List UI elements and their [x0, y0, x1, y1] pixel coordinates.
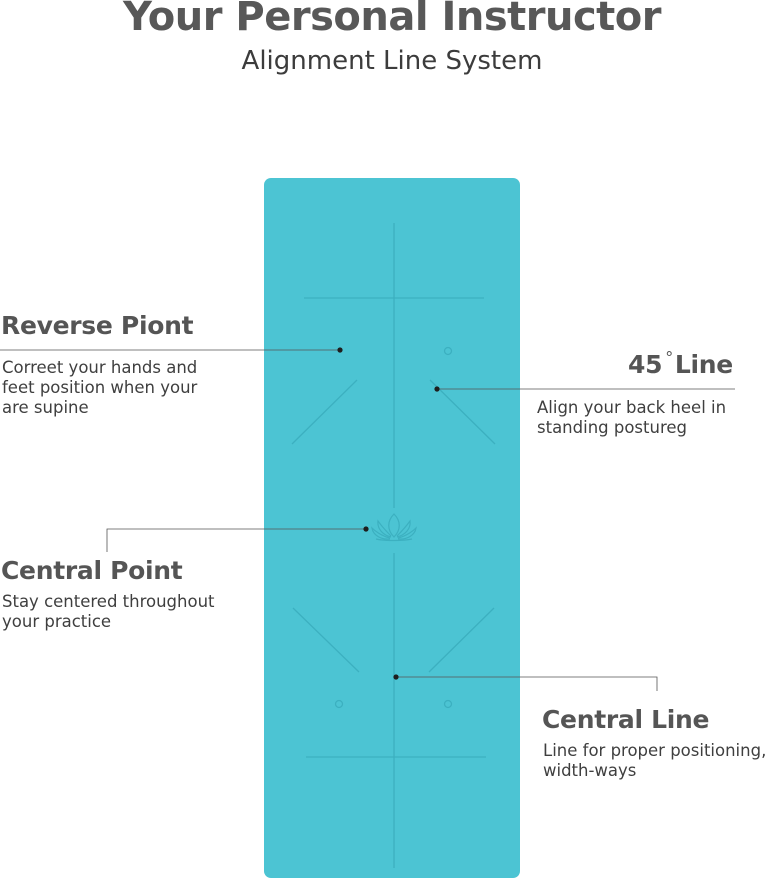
degree-symbol: ° — [665, 348, 673, 367]
desc-line: width-ways — [543, 761, 637, 780]
lotus-icon — [371, 513, 417, 542]
callout-desc-central-point: Stay centered throughout your practice — [2, 592, 215, 632]
desc-line: feet position when your — [2, 378, 198, 397]
callout-title-45-line: 45°Line — [628, 348, 733, 379]
desc-line: standing postureg — [537, 418, 688, 437]
desc-line: your practice — [2, 612, 112, 631]
desc-line: Align your back heel in — [537, 398, 727, 417]
desc-line: Correet your hands and — [2, 358, 198, 377]
page-subtitle: Alignment Line System — [241, 46, 543, 76]
callout-desc-45-line: Align your back heel in standing posture… — [537, 398, 726, 438]
page-title: Your Personal Instructor — [123, 0, 662, 40]
callout-title-central-line: Central Line — [542, 705, 710, 734]
leader-dot-icon — [434, 386, 440, 392]
diagonal-line-bottom-right — [428, 607, 495, 673]
desc-line: are supine — [2, 398, 89, 417]
diagonal-line-top-right — [429, 379, 496, 445]
leader-line-central-line — [396, 676, 658, 691]
diagonal-line-top-left — [291, 379, 358, 445]
callout-title-reverse-point: Reverse Piont — [1, 311, 194, 340]
title-suffix: Line — [674, 350, 733, 379]
leader-line-central-point — [106, 528, 366, 552]
circle-dot-icon — [443, 346, 453, 356]
diagonal-line-bottom-left — [292, 607, 360, 673]
callout-desc-reverse-point: Correet your hands and feet position whe… — [2, 358, 197, 418]
circle-dot-icon — [334, 699, 344, 709]
title-number: 45 — [628, 350, 663, 379]
desc-line: Stay centered throughout — [2, 592, 215, 611]
leader-dot-icon — [393, 674, 399, 680]
desc-line: Line for proper positioning, — [543, 741, 767, 760]
leader-dot-icon — [337, 347, 343, 353]
leader-dot-icon — [363, 526, 369, 532]
circle-dot-icon — [443, 699, 453, 709]
callout-desc-central-line: Line for proper positioning, width-ways — [543, 741, 766, 781]
mat-alignment-lines — [291, 223, 496, 868]
callout-title-central-point: Central Point — [1, 556, 183, 585]
yoga-mat — [264, 178, 520, 878]
